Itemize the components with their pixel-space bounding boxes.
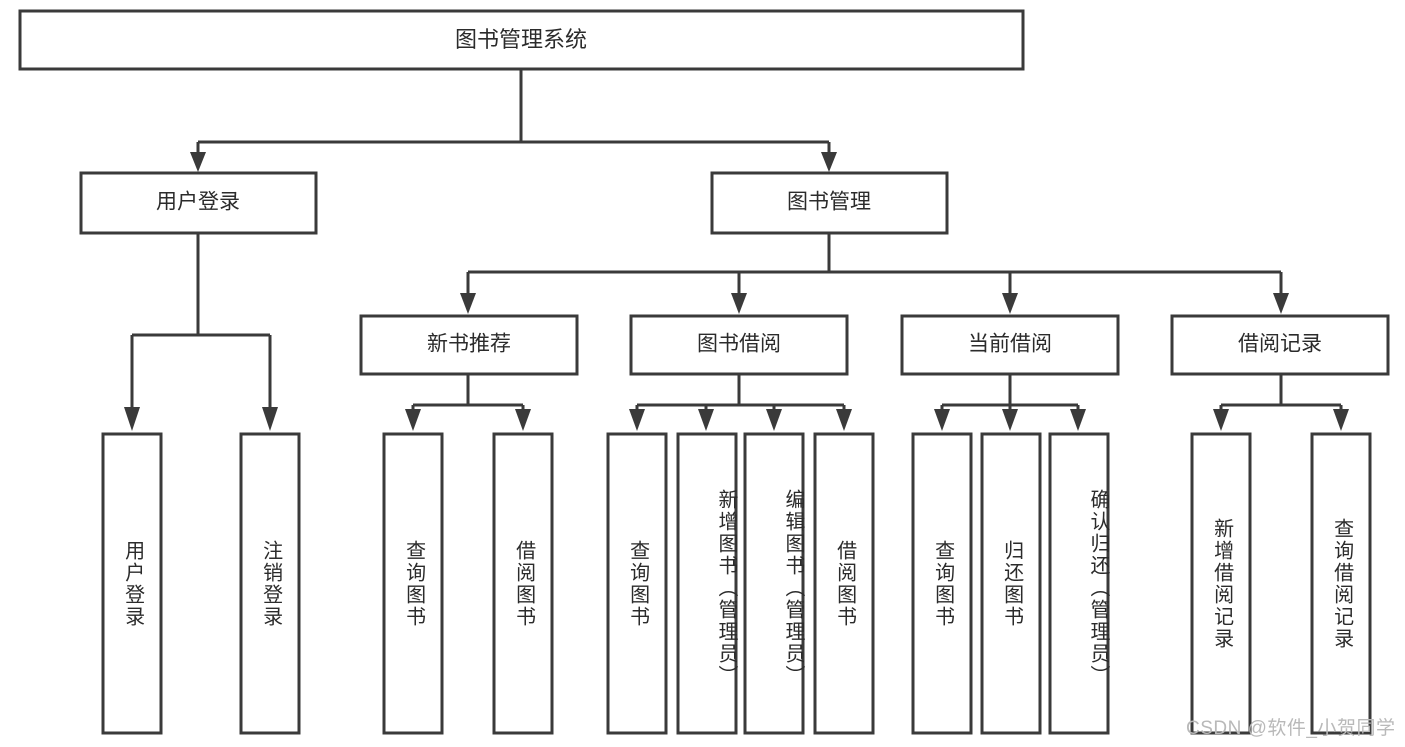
node-new-book-recommend-label: 新书推荐 xyxy=(427,333,511,356)
node-book-management[interactable]: 图书管理 xyxy=(710,171,949,235)
node-root-label: 图书管理系统 xyxy=(455,27,587,52)
leaf-box-query-book-3[interactable] xyxy=(911,432,973,735)
leaf-box-return-book[interactable] xyxy=(980,432,1042,735)
connector-borrowrecord-to-leaves xyxy=(1213,374,1349,431)
leaf-box-confirm-return[interactable] xyxy=(1048,432,1110,735)
leaf-box-query-book-1[interactable] xyxy=(382,432,444,735)
node-book-borrow-label: 图书借阅 xyxy=(697,333,781,356)
leaf-box-user-login[interactable] xyxy=(101,432,163,735)
node-user-login-label: 用户登录 xyxy=(156,191,240,214)
node-book-management-label: 图书管理 xyxy=(787,191,871,214)
leaf-box-logout[interactable] xyxy=(239,432,301,735)
leaf-boxes xyxy=(101,432,1372,735)
node-borrow-record-label: 借阅记录 xyxy=(1238,333,1322,356)
connector-currentborrow-to-leaves xyxy=(934,374,1086,431)
connector-userlogin-to-leaves xyxy=(124,233,278,431)
leaf-box-borrow-book-2[interactable] xyxy=(813,432,875,735)
leaf-box-add-record[interactable] xyxy=(1190,432,1252,735)
connector-bookmgmt-to-level3 xyxy=(460,233,1289,314)
leaf-box-edit-book[interactable] xyxy=(743,432,805,735)
leaf-box-query-record[interactable] xyxy=(1310,432,1372,735)
node-book-borrow[interactable]: 图书借阅 xyxy=(629,314,849,376)
leaf-box-borrow-book-1[interactable] xyxy=(492,432,554,735)
node-current-borrow[interactable]: 当前借阅 xyxy=(900,314,1120,376)
leaf-box-query-book-2[interactable] xyxy=(606,432,668,735)
leaf-box-add-book[interactable] xyxy=(676,432,738,735)
node-user-login[interactable]: 用户登录 xyxy=(79,171,318,235)
node-current-borrow-label: 当前借阅 xyxy=(968,333,1052,356)
node-borrow-record[interactable]: 借阅记录 xyxy=(1170,314,1390,376)
csdn-watermark: CSDN @软件_小贺同学 xyxy=(1186,718,1396,739)
node-root[interactable]: 图书管理系统 xyxy=(18,9,1025,71)
node-new-book-recommend[interactable]: 新书推荐 xyxy=(359,314,579,376)
connector-newbook-to-leaves xyxy=(405,374,531,431)
connector-bookborrow-to-leaves xyxy=(629,374,852,431)
connector-root-to-level2 xyxy=(190,69,837,172)
